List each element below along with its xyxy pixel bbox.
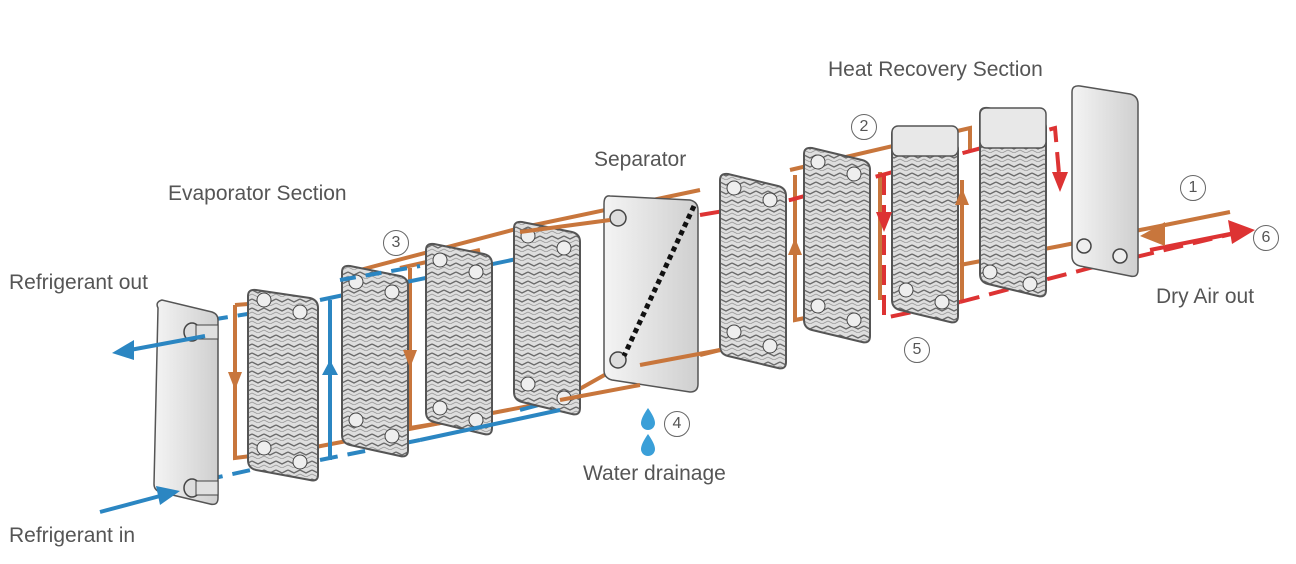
dry-air-out-arrow <box>1228 220 1255 244</box>
heat-recovery-plate-4 <box>979 106 1047 298</box>
callout-3: 3 <box>383 230 409 256</box>
heat-recovery-plate-1 <box>719 172 787 370</box>
flow-lines-front <box>339 218 721 442</box>
callout-4: 4 <box>664 411 690 437</box>
callout-5: 5 <box>904 337 930 363</box>
callout-6: 6 <box>1253 225 1279 251</box>
flow-arrows <box>99 172 1255 514</box>
evaporator-plate-4 <box>513 220 581 416</box>
air-in-arrow <box>1140 222 1165 246</box>
separator-mesh <box>621 204 697 358</box>
heat-recovery-section-label: Heat Recovery Section <box>828 58 1043 81</box>
refrigerant-in-label: Refrigerant in <box>9 524 136 547</box>
evaporator-plate-3 <box>425 242 493 436</box>
down-arrow-red-2 <box>1052 172 1068 192</box>
water-drops <box>641 408 655 456</box>
heat-recovery-plate-3 <box>891 125 959 324</box>
end-plate-left <box>153 299 219 506</box>
down-arrow-orange <box>228 372 242 390</box>
callout-1: 1 <box>1180 175 1206 201</box>
callout-2: 2 <box>851 114 877 140</box>
heat-recovery-plate-2 <box>803 146 871 344</box>
down-arrow-orange-2 <box>403 350 417 368</box>
dry-air-out-label: Dry Air out <box>1156 285 1255 308</box>
refrigerant-out-label: Refrigerant out <box>9 271 148 294</box>
evaporator-section-label: Evaporator Section <box>168 182 347 205</box>
evaporator-plate-1 <box>247 288 319 482</box>
separator-label: Separator <box>594 148 687 171</box>
refrigerant-in-arrow <box>99 494 161 514</box>
separator-unit <box>603 195 699 393</box>
evaporator-plate-2 <box>341 264 409 458</box>
up-arrow-orange-2 <box>955 188 969 205</box>
refrigerant-out-arrow <box>129 334 206 352</box>
water-drainage-label: Water drainage <box>583 462 726 485</box>
up-arrow-blue <box>322 360 338 375</box>
up-arrow-orange <box>788 238 802 255</box>
down-arrow-red <box>876 212 892 232</box>
end-plate-right <box>1071 85 1139 278</box>
